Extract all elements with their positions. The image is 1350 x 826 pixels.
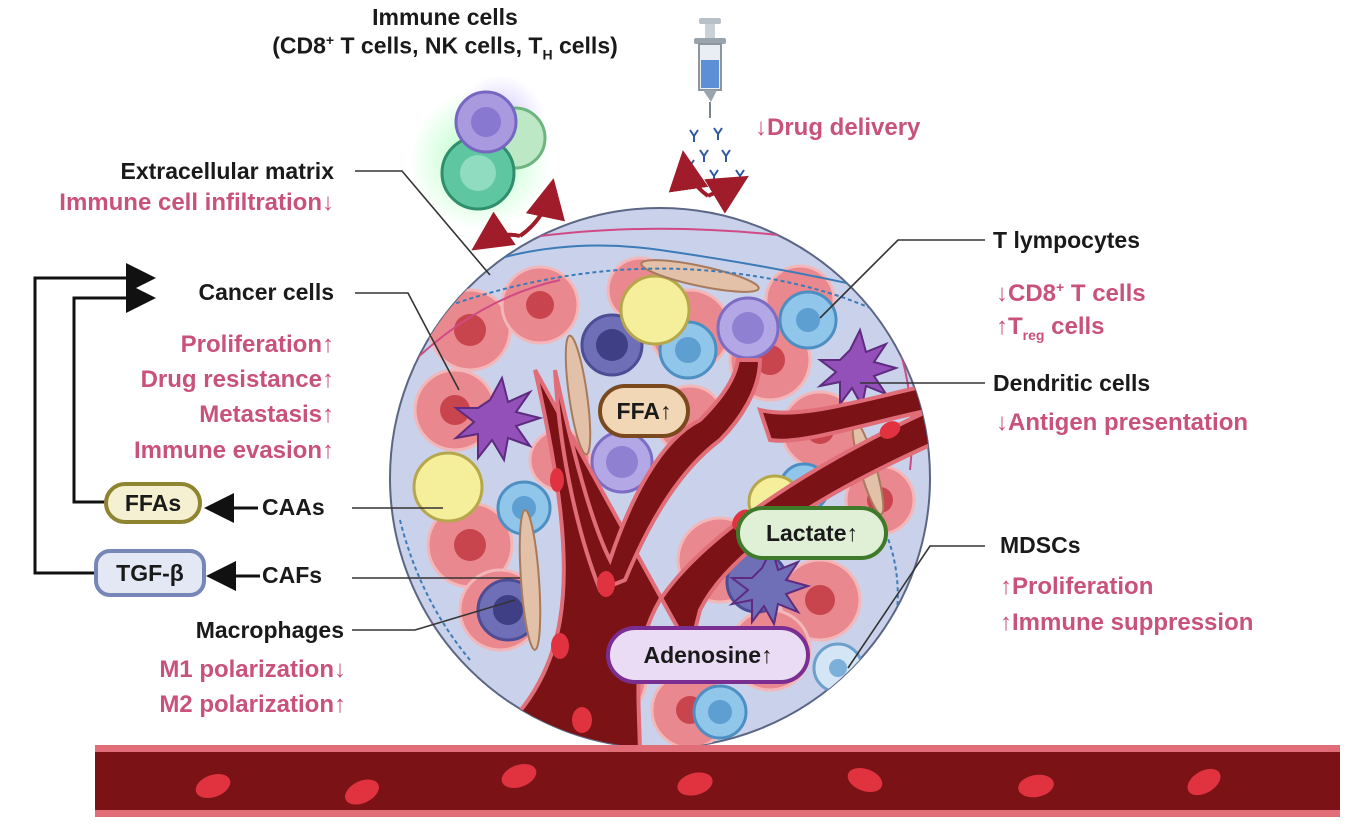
cafs-label: CAFs — [262, 562, 323, 588]
t-effect-cd8: ↓CD8+ T cells — [996, 279, 1146, 307]
immune-cell-group-icon — [410, 75, 550, 230]
mdsc-effect-immune-suppression: ↑Immune suppression — [1000, 609, 1254, 636]
antibody-particles — [685, 127, 745, 182]
cancer-cells-label: Cancer cells — [198, 279, 334, 305]
mdscs-label: MDSCs — [1000, 532, 1081, 558]
drug-delivery-label: ↓Drug delivery — [755, 114, 921, 141]
dendritic-cells-label: Dendritic cells — [993, 370, 1151, 396]
cancer-effect-drug-resistance: Drug resistance↑ — [140, 366, 334, 393]
cancer-effect-proliferation: Proliferation↑ — [180, 331, 334, 358]
immune-cells-subtitle: (CD8+ T cells, NK cells, TH cells) — [272, 32, 618, 63]
t-effect-treg: ↑Treg cells — [996, 313, 1105, 343]
cancer-effect-metastasis: Metastasis↑ — [199, 401, 334, 428]
lactate-metabolite-pill: Lactate↑ — [736, 506, 888, 560]
cancer-effect-immune-evasion: Immune evasion↑ — [133, 437, 334, 464]
syringe-icon — [694, 18, 726, 118]
blood-vessel-tree — [464, 358, 930, 748]
macrophage-effect-m2: M2 polarization↑ — [159, 691, 346, 718]
t-lymphocytes-label: T lympocytes — [993, 227, 1140, 253]
macrophage-effect-m1: M1 polarization↓ — [159, 656, 346, 683]
leader-lines — [352, 170, 985, 669]
ffa-metabolite-pill: FFA↑ — [598, 384, 690, 438]
ffas-box: FFAs — [104, 482, 202, 524]
immune-cells-title: Immune cells — [372, 4, 518, 30]
ecm-effect: Immune cell infiltration↓ — [59, 189, 334, 216]
macrophages-label: Macrophages — [195, 617, 344, 643]
ecm-label: Extracellular matrix — [120, 158, 334, 184]
tumor-mass — [389, 207, 931, 749]
mdsc-effect-proliferation: ↑Proliferation — [1000, 573, 1154, 600]
adenosine-metabolite-pill: Adenosine↑ — [606, 626, 810, 684]
feedback-arrows — [33, 263, 260, 591]
dendritic-cell-shapes — [452, 327, 900, 627]
caas-label: CAAs — [262, 494, 325, 520]
blocked-infiltration-arrows — [471, 150, 749, 251]
tgf-beta-box: TGF-β — [94, 549, 206, 597]
main-blood-vessel — [95, 745, 1340, 817]
dendritic-effect: ↓Antigen presentation — [996, 409, 1249, 436]
